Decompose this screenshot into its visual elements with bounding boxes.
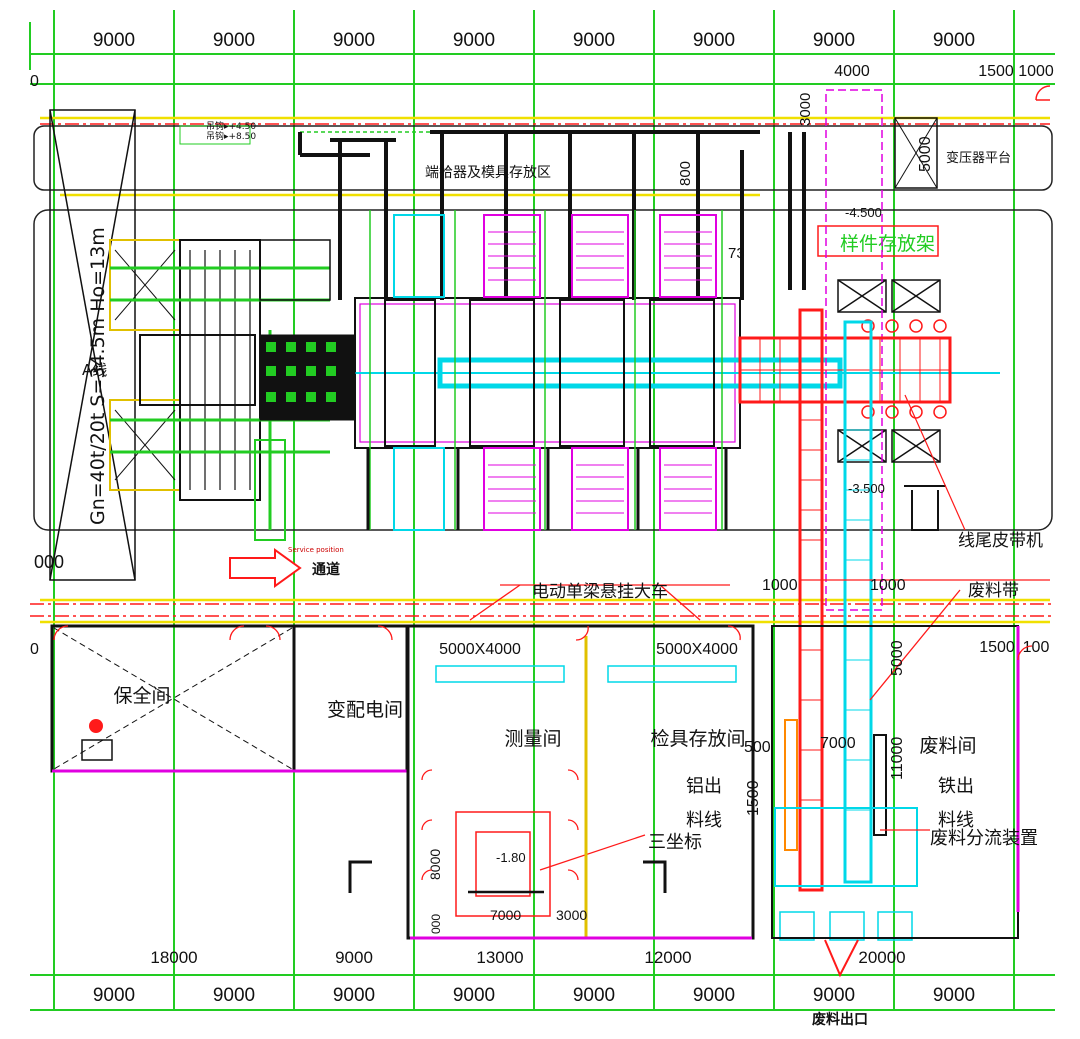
measure-room-label: 测量间 [504, 728, 561, 750]
substation-room-label: 变配电间 [327, 699, 403, 721]
left-dim-0: 0 [30, 73, 39, 90]
dim-7000: 7000 [820, 735, 856, 752]
service-position-label: Service position [288, 546, 344, 554]
level-4500: -4.500 [845, 205, 882, 220]
fixture-room-label: 检具存放间 [650, 728, 745, 750]
scrap-room-label: 废料间 [919, 735, 976, 757]
scrap-belts: -3.500 [774, 308, 918, 978]
bottom-dim-2: 9000 [333, 985, 375, 1006]
bottom-dim-3: 9000 [453, 985, 495, 1006]
left-dim-000: 000 [34, 552, 64, 572]
dim-800: 800 [677, 161, 694, 186]
line-label: A线 [82, 361, 107, 379]
dim-8000: 8000 [427, 849, 443, 880]
top-dim-3: 9000 [453, 30, 495, 51]
dim-3000-top: 3000 [797, 93, 814, 126]
security-room-label: 保全间 [113, 685, 170, 707]
leader-lines [469, 579, 1050, 871]
bottom-mid-1: 9000 [335, 948, 373, 967]
bottom-dim-7: 9000 [933, 985, 975, 1006]
scrap-belt-label: 废料带 [968, 581, 1019, 601]
tail-conveyor-label: 线尾皮带机 [958, 531, 1043, 551]
top-dimension-labels: 9000 9000 9000 9000 9000 9000 9000 9000 … [30, 30, 1054, 90]
dim-500: 500 [744, 739, 771, 756]
fe-out-label-2: 料线 [938, 810, 974, 831]
dim-000-b: 000 [429, 914, 443, 934]
top-dim-1500: 1500 [978, 63, 1014, 80]
top-dim-1: 9000 [213, 30, 255, 51]
al-out-label-2: 料线 [686, 810, 722, 831]
top-dim-5: 9000 [693, 30, 735, 51]
top-dim-4: 9000 [573, 30, 615, 51]
dim-1500-r: 1500 [979, 639, 1015, 656]
dim-3000-b: 3000 [556, 907, 587, 923]
dim-100-r: 100 [1023, 639, 1050, 656]
pit-depth: -1.80 [496, 850, 526, 865]
transformer-platform-label: 变压器平台 [946, 150, 1011, 166]
head-of-line: Service position [109, 239, 356, 554]
dim-5000-v2: 5000 [889, 640, 906, 676]
upper-building [33, 125, 1053, 531]
sample-rack-label: 样件存放架 [840, 233, 935, 255]
lower-rooms: 保全间 变配电间 5000X4000 5000X4000 测量间 检具存放间 -… [30, 624, 1050, 1028]
top-dim-6: 9000 [813, 30, 855, 51]
hook-label-1: 吊钩▸+4.50 [206, 120, 256, 132]
room-size-2: 5000X4000 [656, 641, 738, 658]
passage-arrow: 通道 [229, 548, 340, 588]
dim-73: 73 [728, 245, 745, 262]
bottom-mid-dimensions: 18000 9000 13000 12000 20000 [150, 948, 905, 967]
dim-5000-top: 5000 [917, 136, 934, 172]
top-dimension-band [29, 10, 1055, 1011]
hook-label-2: 吊钩▸+8.50 [206, 130, 256, 142]
fe-out-label-1: 铁出 [938, 776, 974, 797]
eot-crane-label: 电动单梁悬挂大车 [532, 582, 668, 602]
transformer-platform: 5000 变压器平台 [894, 85, 1051, 189]
bottom-dimension-labels: 9000 9000 9000 9000 9000 9000 9000 9000 [93, 985, 975, 1006]
bottom-mid-0: 18000 [150, 948, 197, 967]
passage-label: 通道 [312, 561, 340, 578]
top-dim-1000: 1000 [1018, 63, 1054, 80]
bottom-mid-4: 20000 [858, 948, 905, 967]
hook-marks: 吊钩▸+4.50 吊钩▸+8.50 [179, 120, 760, 145]
top-dim-7: 9000 [933, 30, 975, 51]
crane-x-frame [49, 109, 136, 581]
dim-7000-b: 7000 [490, 907, 521, 923]
dim-11000: 11000 [889, 737, 906, 780]
dim-1000-a: 1000 [762, 577, 798, 594]
top-dim-4000: 4000 [834, 63, 870, 80]
bottom-dim-4: 9000 [573, 985, 615, 1006]
bottom-dim-6: 9000 [813, 985, 855, 1006]
bottom-dim-0: 9000 [93, 985, 135, 1006]
door-swings [53, 625, 1033, 881]
bottom-mid-3: 12000 [644, 948, 691, 967]
bottom-dim-1: 9000 [213, 985, 255, 1006]
dim-1500-v: 1500 [745, 780, 762, 816]
bottom-mid-2: 13000 [476, 948, 523, 967]
die-storage-frame [298, 130, 806, 300]
cmm-label: 三坐标 [648, 832, 702, 853]
level-3500: -3.500 [848, 481, 885, 496]
scrap-exit-label: 废料出口 [812, 1011, 868, 1028]
red-rails [30, 123, 1055, 617]
al-out-label-1: 铝出 [686, 776, 722, 797]
top-dim-2: 9000 [333, 30, 375, 51]
die-storage-label: 端拾器及模具存放区 [425, 165, 551, 181]
scrap-split-label: 废料分流装置 [930, 828, 1038, 849]
top-dim-0: 9000 [93, 30, 135, 51]
left-dim-0-mid: 0 [30, 641, 39, 658]
dim-1000-b: 1000 [870, 577, 906, 594]
bottom-dim-5: 9000 [693, 985, 735, 1006]
room-size-1: 5000X4000 [439, 641, 521, 658]
crane-spec-text: Gn=40t/20t S=34.5m Ho=13m [87, 227, 109, 525]
